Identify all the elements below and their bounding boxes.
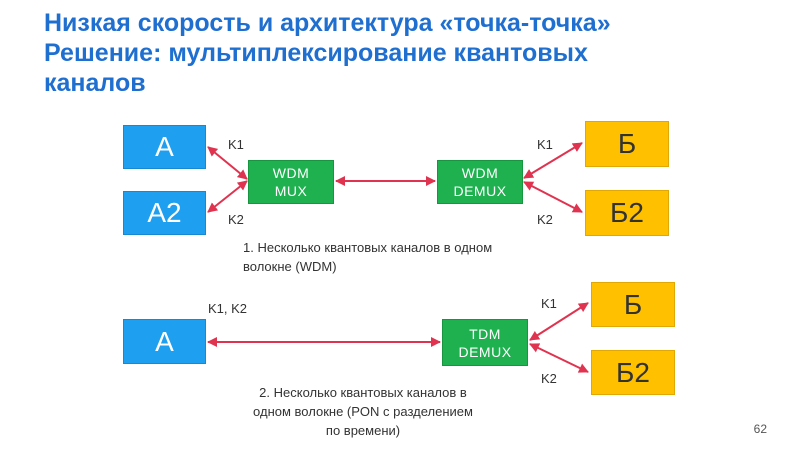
title-line-1: Низкая скорость и архитектура «точка-точ… [44, 9, 611, 37]
label-k1-tdm: K1 [541, 296, 557, 311]
arrow-tdm-to-b [529, 302, 589, 341]
label-k1-left: K1 [228, 137, 244, 152]
node-b-tdm: Б [591, 282, 675, 327]
wdm-mux-line-1: WDM [272, 165, 310, 181]
caption-pon: 2. Несколько квантовых каналов в одном в… [228, 383, 498, 440]
arrow-a2-to-mux [207, 180, 248, 213]
node-a-tdm: A [123, 319, 206, 364]
node-a2: A2 [123, 191, 206, 235]
arrow-a-to-mux [207, 146, 248, 180]
wdm-mux-line-2: MUX [274, 183, 308, 199]
node-b: Б [585, 121, 669, 167]
arrow-demux-to-b [523, 142, 583, 179]
wdm-demux-line-1: WDM [461, 165, 499, 181]
caption-pon-line-3: по времени) [325, 423, 401, 438]
wdm-mux: WDM MUX [248, 160, 334, 204]
wdm-demux: WDM DEMUX [437, 160, 523, 204]
slide-title: Низкая скорость и архитектура «точка-точ… [44, 8, 764, 98]
title-line-3: каналов [44, 69, 146, 97]
tdm-demux-line-2: DEMUX [458, 343, 512, 360]
caption-pon-line-2: одном волокне (PON с разделением [253, 404, 473, 419]
arrow-tdm-to-b2 [529, 343, 589, 373]
wdm-demux-line-2: DEMUX [453, 183, 507, 199]
node-b2: Б2 [585, 190, 669, 236]
page-number: 62 [753, 422, 767, 436]
tdm-demux-line-1: TDM [469, 325, 501, 342]
caption-pon-line-1: 2. Несколько квантовых каналов в [259, 385, 467, 400]
label-k1-k2: K1, K2 [208, 301, 248, 316]
label-k2-right: K2 [537, 212, 553, 227]
node-b2-tdm: Б2 [591, 350, 675, 395]
caption-wdm: 1. Несколько квантовых каналов в одном в… [243, 238, 563, 276]
tdm-demux: TDM DEMUX [442, 319, 528, 366]
label-k2-left: K2 [228, 212, 244, 227]
caption-wdm-line-1: 1. Несколько квантовых каналов в одном [243, 240, 493, 255]
arrow-demux-to-b2 [523, 181, 583, 213]
label-k2-tdm: K2 [541, 371, 557, 386]
title-line-2: Решение: мультиплексирование квантовых [44, 39, 588, 67]
label-k1-right: K1 [537, 137, 553, 152]
caption-wdm-line-2: волокне (WDM) [243, 259, 337, 274]
node-a: A [123, 125, 206, 169]
